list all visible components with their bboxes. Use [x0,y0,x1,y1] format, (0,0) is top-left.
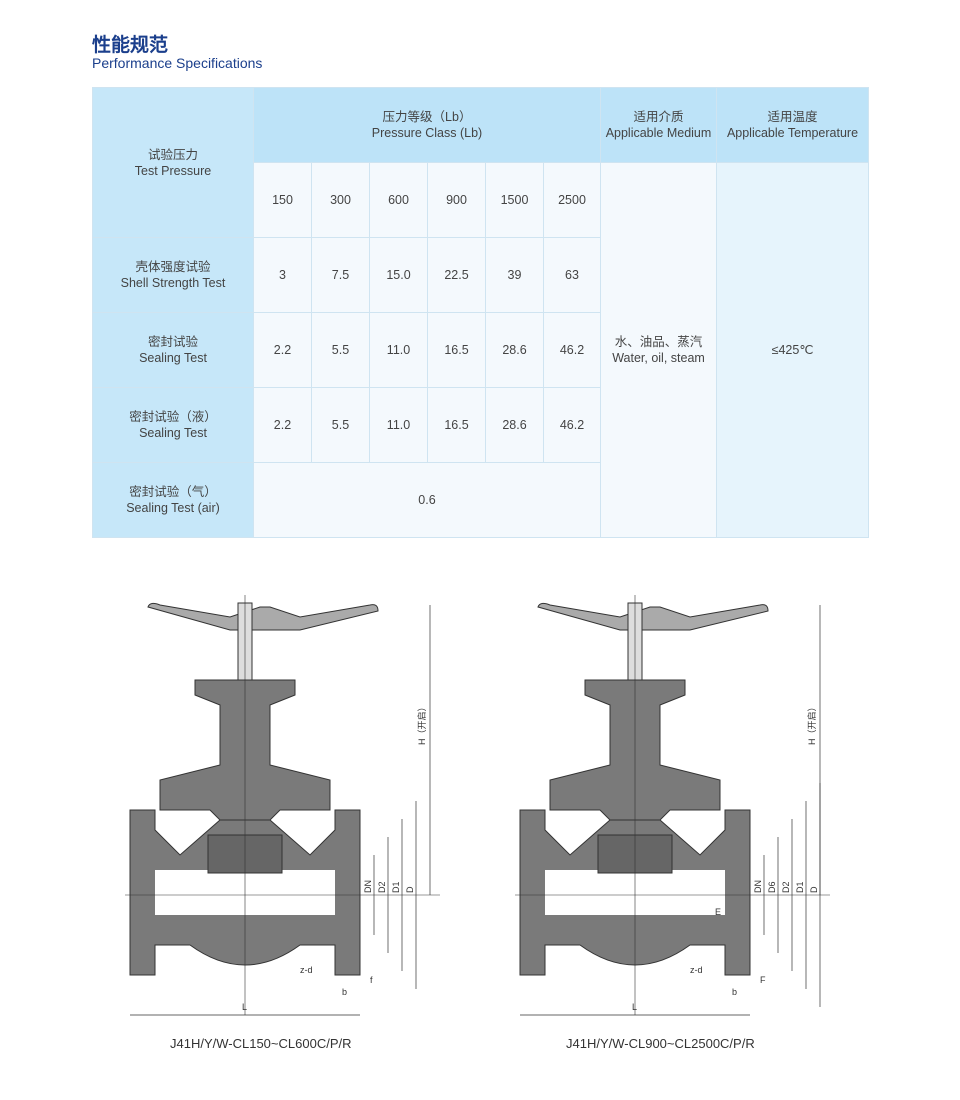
value-cell: 63 [543,237,601,313]
row-label-en: Shell Strength Test [120,276,226,290]
header-en: Applicable Temperature [726,126,859,140]
dimension-label: D1 [391,881,401,893]
dimension-label: F [760,975,766,985]
dimension-label: D1 [795,881,805,893]
row-label-en: Sealing Test [139,426,207,440]
value-cell: 5.5 [311,387,370,463]
handwheel-shape [537,602,769,631]
row-label: 密封试验（液） Sealing Test [92,387,254,463]
value-cell: 7.5 [311,237,370,313]
dimension-label: H（开启） [806,703,817,746]
header-cn: 适用介质 [633,110,684,124]
header-cn: 压力等级（Lb） [382,110,472,124]
class-cell: 300 [311,162,370,238]
class-cell: 600 [369,162,428,238]
value-cell: 11.0 [369,312,428,388]
value-cell: 2.2 [253,312,312,388]
dimension-label: D2 [781,881,791,893]
dimension-label: D [405,886,415,893]
value-cell: 16.5 [427,387,486,463]
row-label-en: Sealing Test (air) [126,501,220,515]
value-cell: 15.0 [369,237,428,313]
value-cell: 3 [253,237,312,313]
value-cell: 11.0 [369,387,428,463]
medium-cn: 水、油品、蒸汽 [614,335,703,349]
value-cell: 16.5 [427,312,486,388]
dimension-label: D6 [767,881,777,893]
row-label-cn: 壳体强度试验 [135,260,211,274]
pressure-class-header: 压力等级（Lb） Pressure Class (Lb) [253,87,601,163]
class-cell: 900 [427,162,486,238]
header-cn: 适用温度 [767,110,818,124]
header-cn: 试验压力 [147,147,198,162]
dimension-label: E [715,907,721,917]
valve-drawing-1: DN D2 D1 D H（开启） Lz-d b f [125,595,440,1016]
class-cell: 1500 [485,162,544,238]
drawing-caption-2: J41H/Y/W-CL900~CL2500C/P/R [566,1036,755,1051]
row-label-cn: 密封试验（液） [129,410,217,424]
section-title-cn: 性能规范 [92,35,169,56]
dimension-label: z-d [690,965,703,975]
value-cell: 39 [485,237,544,313]
dimension-label: L [632,1002,637,1012]
value-cell: 46.2 [543,312,601,388]
value-cell: 46.2 [543,387,601,463]
table-row: 密封试验（气） Sealing Test (air) 0.6 [92,462,869,538]
medium-header: 适用介质 Applicable Medium [600,87,717,163]
dimension-label: H（开启） [416,703,427,746]
value-cell: 0.6 [253,462,601,538]
value-cell: 28.6 [485,387,544,463]
valve-drawing-2: DN D6 D2 D1 D H（开启） Lz-d b F E [515,595,830,1016]
drawing-caption-1: J41H/Y/W-CL150~CL600C/P/R [170,1036,352,1051]
header-en: Pressure Class (Lb) [371,126,483,140]
header-en: Applicable Medium [605,126,712,140]
dimension-label: L [242,1002,247,1012]
dimension-label: b [342,987,347,997]
class-cell: 150 [253,162,312,238]
row-label-cn: 密封试验 [147,335,198,349]
dimension-label: f [370,975,373,985]
handwheel-shape [147,602,379,631]
table-row: 密封试验（液） Sealing Test 2.2 5.5 11.0 16.5 28… [92,387,869,463]
temperature-header: 适用温度 Applicable Temperature [716,87,869,163]
value-cell: 5.5 [311,312,370,388]
medium-en: Water, oil, steam [612,351,705,365]
class-cell: 2500 [543,162,601,238]
table-row: 壳体强度试验 Shell Strength Test 3 7.5 15.0 22.… [92,237,869,313]
row-label: 壳体强度试验 Shell Strength Test [92,237,254,313]
row-label-cn: 密封试验（气） [129,485,217,499]
value-cell: 28.6 [485,312,544,388]
value-cell: 22.5 [427,237,486,313]
value-cell: 2.2 [253,387,312,463]
row-label: 密封试验 Sealing Test [92,312,254,388]
section-title-en: Performance Specifications [92,55,263,71]
row-label: 密封试验（气） Sealing Test (air) [92,462,254,538]
dimension-label: DN [753,880,763,893]
row-label-en: Sealing Test [139,351,207,365]
dimension-label: D2 [377,881,387,893]
temperature-cell: ≤425℃ [716,162,869,538]
dimension-label: D [809,886,819,893]
dimension-label: DN [363,880,373,893]
medium-cell: 水、油品、蒸汽 Water, oil, steam [600,162,717,538]
dimension-label: b [732,987,737,997]
header-en: Test Pressure [134,163,212,178]
dimension-label: z-d [300,965,313,975]
